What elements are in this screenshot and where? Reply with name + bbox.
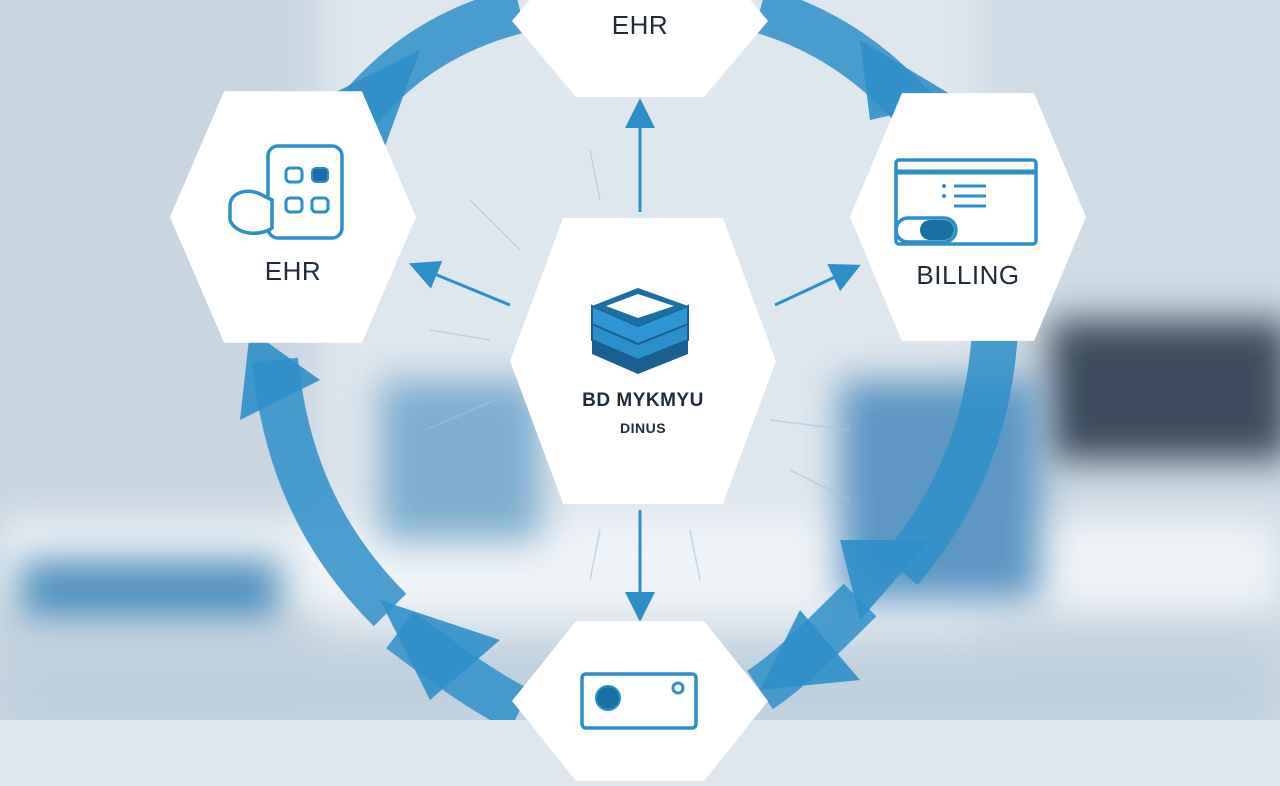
monitor-icon	[580, 672, 698, 730]
diagram: EHR EHR BILLING	[170, 0, 1086, 781]
database-stack-icon	[591, 288, 689, 374]
cycle-arrowhead-right	[840, 540, 930, 620]
browser-window-icon	[894, 158, 1038, 246]
cycle-arrowhead-bottom-right	[760, 610, 860, 690]
cycle-arrowhead-left	[240, 330, 320, 420]
node-left-label: EHR	[264, 256, 322, 286]
cycle-arrowhead-top-left	[320, 50, 420, 160]
connector-to-right	[774, 264, 861, 307]
node-center-label-line1: BD MYKMYU	[582, 390, 704, 411]
connector-to-left	[408, 260, 511, 307]
node-right-label: BILLING	[916, 260, 1020, 290]
cycle-arrow-left	[252, 357, 407, 627]
cycle-arrowhead-bottom-left	[380, 600, 500, 700]
node-right-billing[interactable]: BILLING	[850, 88, 1086, 346]
cycle-arrow-right	[882, 328, 1018, 585]
node-center-label-line2: DINUS	[619, 420, 667, 436]
device-apps-icon	[228, 144, 344, 240]
node-center[interactable]: BD MYKMYU DINUS	[510, 212, 776, 510]
node-bottom[interactable]	[512, 616, 768, 786]
node-left-ehr[interactable]: EHR	[170, 86, 416, 348]
node-top-label: EHR	[611, 10, 669, 40]
node-top[interactable]: EHR	[512, 0, 768, 102]
